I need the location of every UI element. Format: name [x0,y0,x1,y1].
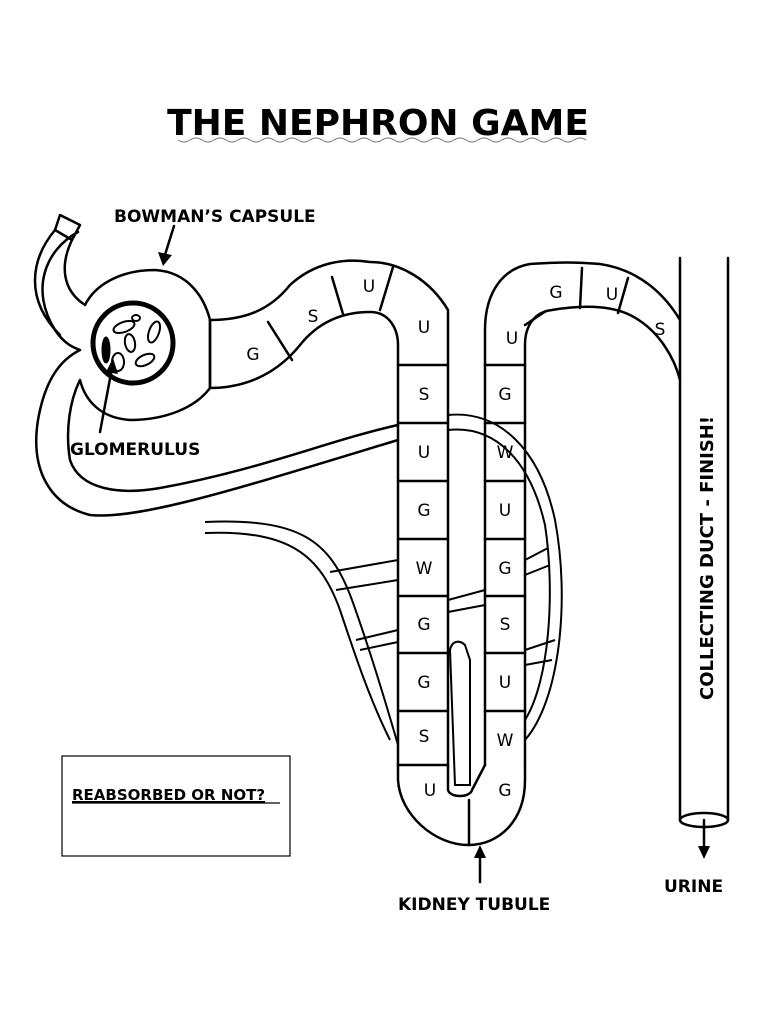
urine-arrow [698,818,710,859]
bowmans-capsule-label: BOWMAN’S CAPSULE [114,207,316,227]
cell-top-right-3: U [606,285,618,305]
descending-limb [396,363,450,767]
cell-descending-4: G [417,501,430,521]
cell-top-right-4: S [655,320,666,340]
question-box-text: REABSORBED OR NOT? [72,786,265,804]
cell-ascending-7: W [497,731,514,751]
collecting-duct-label: COLLECTING DUCT - FINISH! [697,416,718,700]
cell-descending-8: S [419,727,430,747]
loop-of-henle [396,763,527,847]
cell-proximal-1: G [246,345,259,365]
ascending-limb [483,261,682,767]
cell-descending-2: S [419,385,430,405]
kidney-tubule-label: KIDNEY TUBULE [398,895,550,915]
cell-descending-6: G [417,615,430,635]
cell-descending-1: U [418,318,430,338]
cell-ascending-5: S [500,615,511,635]
glomerulus-arrow [98,358,118,434]
cell-ascending-6: U [499,673,511,693]
cell-ascending-4: G [498,559,511,579]
urine-label: URINE [664,877,723,897]
question-box [61,755,291,857]
cell-descending-7: G [417,673,430,693]
page-title: THE NEPHRON GAME [167,103,589,144]
title-underline [177,137,587,143]
bowmans-capsule-arrow [158,224,176,266]
cell-top-right-1: U [506,329,518,349]
cell-ascending-3: U [499,501,511,521]
blood-vessels [204,413,563,786]
bowmans-capsule-shape [33,213,400,517]
glomerulus [90,300,176,386]
cell-proximal-2: S [308,307,319,327]
cell-proximal-3: U [363,277,375,297]
cell-ascending-2: W [497,443,514,463]
cell-ascending-1: G [498,385,511,405]
cell-ascending-8: G [498,781,511,801]
cell-descending-9: U [424,781,436,801]
glomerulus-label: GLOMERULUS [70,440,200,460]
cell-descending-3: U [418,443,430,463]
cell-descending-5: W [416,559,433,579]
kidney-tubule-arrow [474,845,486,884]
proximal-tubule [208,259,450,767]
cell-top-right-2: G [549,283,562,303]
